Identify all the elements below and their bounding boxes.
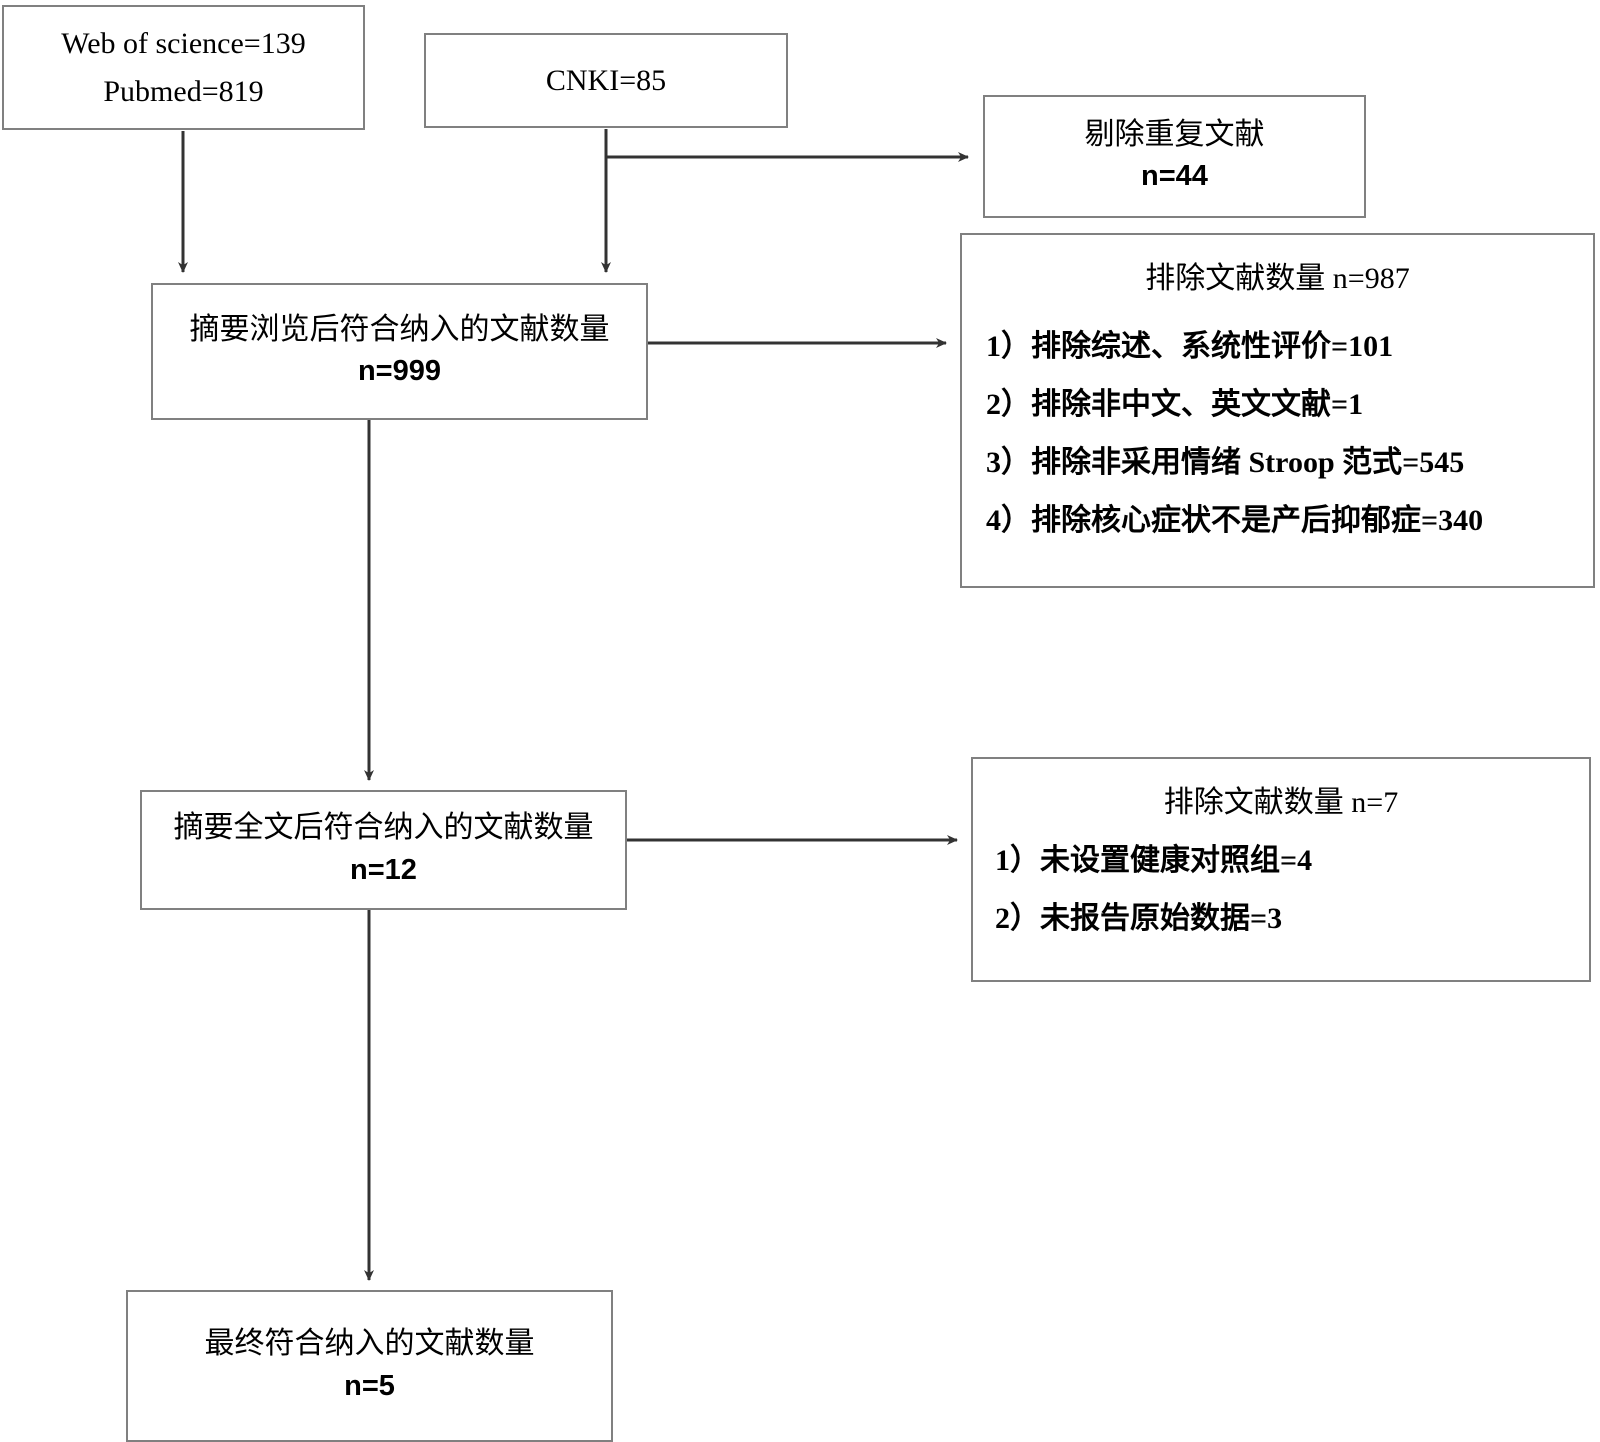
node-final-included: 最终符合纳入的文献数量 n=5 <box>126 1290 613 1442</box>
duplicates-removed-title: 剔除重复文献 <box>1084 117 1265 151</box>
duplicates-removed-count: n=44 <box>1141 160 1208 192</box>
node-source-western: Web of science=139 Pubmed=819 <box>2 5 365 130</box>
excluded-abstracts-title: 排除文献数量 n=987 <box>1145 262 1410 295</box>
excluded-abstracts-item-3: 3）排除非采用情绪 Stroop 范式=545 <box>986 446 1465 479</box>
node-excluded-abstracts: 排除文献数量 n=987 1）排除综述、系统性评价=101 2）排除非中文、英文… <box>960 233 1595 588</box>
node-source-cnki: CNKI=85 <box>424 33 788 128</box>
source-cnki-line1: CNKI=85 <box>545 63 667 97</box>
final-included-title: 最终符合纳入的文献数量 <box>204 1327 535 1360</box>
node-excluded-fulltext: 排除文献数量 n=7 1）未设置健康对照组=4 2）未报告原始数据=3 <box>971 757 1591 982</box>
node-fulltext-included: 摘要全文后符合纳入的文献数量 n=12 <box>140 790 627 910</box>
excluded-fulltext-title: 排除文献数量 n=7 <box>1163 786 1399 819</box>
node-screened-abstracts: 摘要浏览后符合纳入的文献数量 n=999 <box>151 283 648 420</box>
excluded-abstracts-item-2: 2）排除非中文、英文文献=1 <box>986 388 1364 421</box>
screened-abstracts-title: 摘要浏览后符合纳入的文献数量 <box>189 312 610 346</box>
screened-abstracts-count: n=999 <box>357 355 442 387</box>
node-duplicates-removed: 剔除重复文献 n=44 <box>983 95 1366 218</box>
excluded-fulltext-item-1: 1）未设置健康对照组=4 <box>995 844 1313 877</box>
source-western-line1: Web of science=139 <box>61 26 306 60</box>
fulltext-included-count: n=12 <box>350 853 417 886</box>
source-western-line2: Pubmed=819 <box>103 74 264 108</box>
excluded-abstracts-item-4: 4）排除核心症状不是产后抑郁症=340 <box>986 504 1484 537</box>
final-included-count: n=5 <box>344 1369 395 1402</box>
excluded-abstracts-item-1: 1）排除综述、系统性评价=101 <box>986 330 1394 363</box>
excluded-fulltext-item-2: 2）未报告原始数据=3 <box>995 902 1283 935</box>
fulltext-included-title: 摘要全文后符合纳入的文献数量 <box>173 811 594 844</box>
